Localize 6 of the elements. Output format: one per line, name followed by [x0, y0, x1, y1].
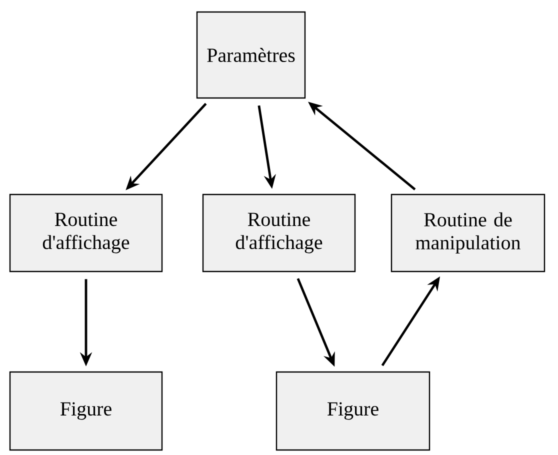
process-box: Routine d'affichage	[202, 194, 356, 272]
process-box: Figure	[9, 371, 163, 451]
process-box: Figure	[276, 371, 430, 451]
process-box: Routine de manipulation	[390, 194, 546, 272]
process-box: Routine d'affichage	[9, 194, 163, 272]
process-box: Paramètres	[196, 11, 306, 99]
